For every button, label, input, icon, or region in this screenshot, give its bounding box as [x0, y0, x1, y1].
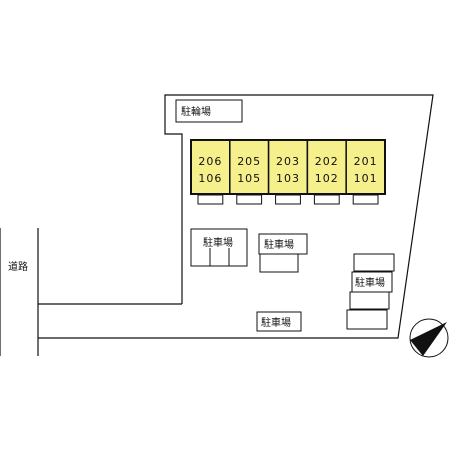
- unit-number-lower: 102: [315, 172, 339, 185]
- parking-center-space: [259, 253, 299, 273]
- unit-number-upper: 202: [315, 155, 339, 168]
- unit-number-lower: 106: [198, 172, 222, 185]
- unit-number-upper: 201: [354, 155, 378, 168]
- unit-entrance: [197, 194, 224, 205]
- parking-bottom-label-box: [256, 311, 302, 332]
- building-outline: [190, 139, 386, 195]
- parking-label-1: 駐車場: [203, 236, 233, 249]
- parking-right-space-3: [346, 309, 388, 330]
- unit-number-upper: 206: [198, 155, 222, 168]
- parking-label-4: 駐車場: [261, 316, 291, 329]
- parking-right-space-2: [349, 291, 390, 310]
- north-arrow-pointer: [410, 322, 447, 356]
- parking-right-space-1: [353, 253, 395, 272]
- bicycle-parking-box: [175, 99, 243, 123]
- parking-left-outline: [190, 228, 248, 267]
- parking-center: 駐車場: [258, 233, 308, 273]
- unit-entrance: [352, 194, 379, 205]
- parking-label-2: 駐車場: [264, 238, 294, 251]
- unit-number-upper: 205: [237, 155, 261, 168]
- north-arrow-icon: [409, 318, 449, 358]
- unit-201-101: [345, 139, 386, 195]
- building-units: 206 106 205 105 203 103 202 102 201 101: [190, 139, 386, 205]
- unit-entrance: [313, 194, 340, 205]
- property-boundary: [38, 94, 434, 339]
- unit-entrance: [275, 194, 301, 205]
- unit-number-lower: 105: [237, 172, 261, 185]
- parking-right: 駐車場: [346, 253, 395, 330]
- road-label: 道路: [8, 260, 28, 273]
- parking-left: 駐車場: [190, 228, 248, 267]
- unit-number-lower: 103: [276, 172, 300, 185]
- parking-label-3: 駐車場: [355, 276, 385, 289]
- unit-number-lower: 101: [354, 172, 378, 185]
- unit-entrance: [236, 194, 263, 205]
- unit-number-upper: 203: [276, 155, 300, 168]
- bicycle-parking-label: 駐輪場: [181, 105, 211, 118]
